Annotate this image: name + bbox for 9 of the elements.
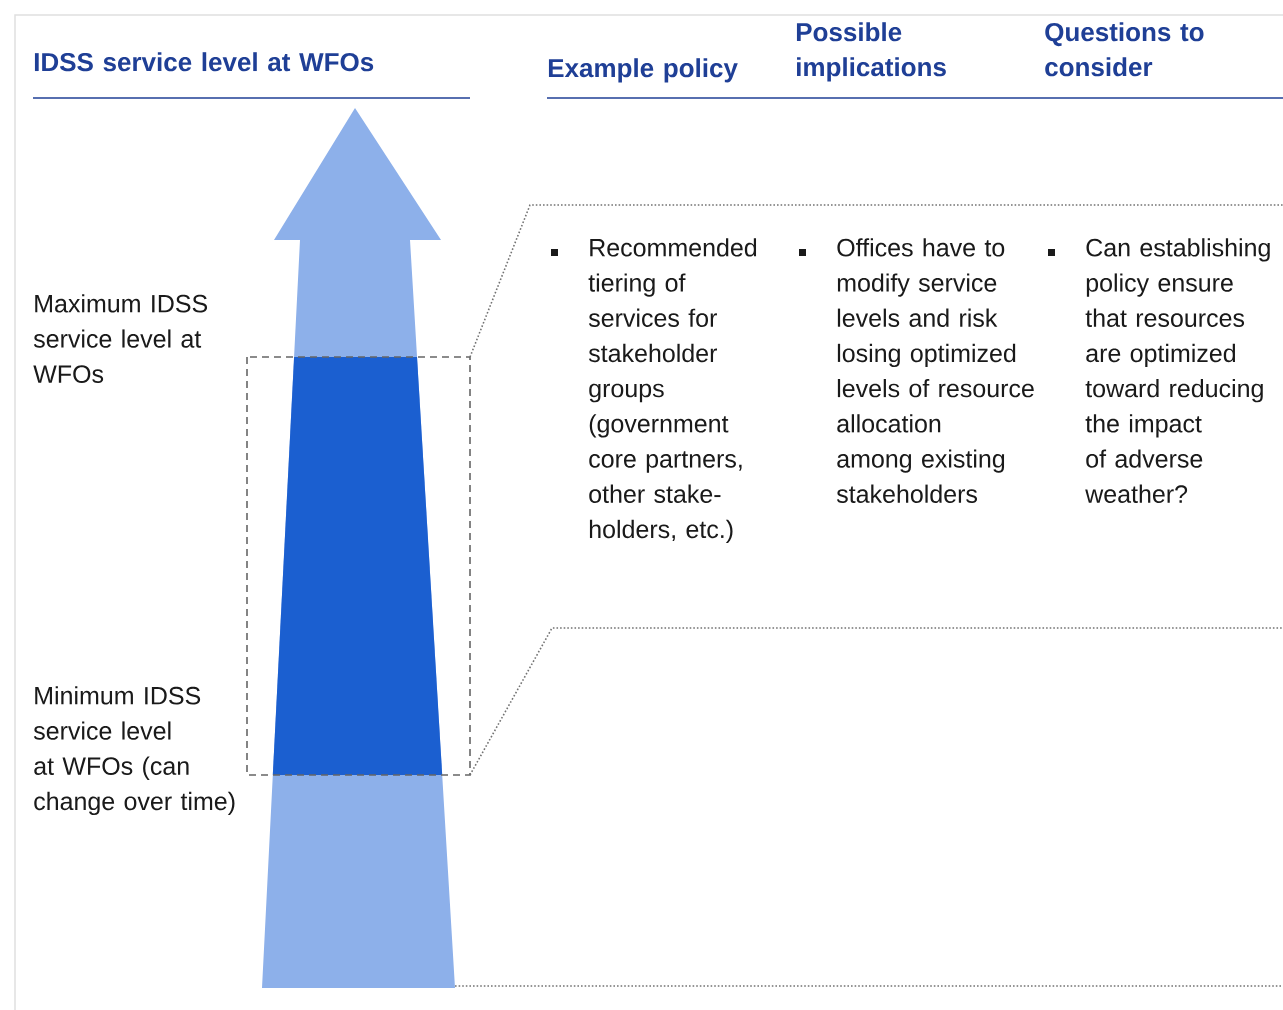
- level-label: Minimum IDSS service level at WFOs (can change over time): [33, 686, 235, 816]
- column-heading: Questions to consider: [1045, 22, 1204, 77]
- bullet-text: Recommended tiering of services for stakeholder groups (government core partners, other stake-holders, etc.): [588, 238, 757, 544]
- bullet-text: Offices have to modify service levels and risk losing optimized levels of resource allocation among existing stakeholders: [836, 238, 1034, 503]
- column-heading: Possible implications: [796, 22, 946, 82]
- column-heading: Example policy: [548, 58, 738, 83]
- level-label: Maximum IDSS service level at WFOs: [33, 294, 208, 383]
- bullet-text: Can establishing policy ensure that resources are optimized toward reducing the impact of adverse weather?: [1085, 238, 1270, 503]
- column-heading: IDSS service level at WFOs: [34, 52, 374, 72]
